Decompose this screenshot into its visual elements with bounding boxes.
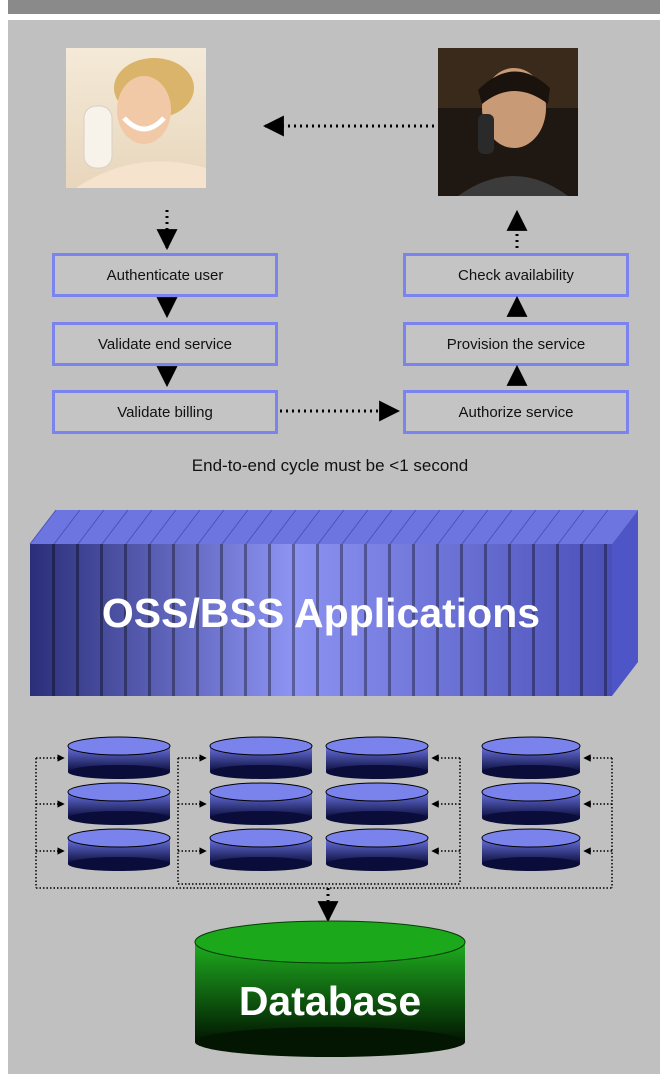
database-label: Database <box>239 978 421 1024</box>
step-check-availability: Check availability <box>403 253 629 297</box>
step-validate-end-service: Validate end service <box>52 322 278 366</box>
step-provision-service: Provision the service <box>403 322 629 366</box>
db-col-3 <box>325 736 429 871</box>
step-authenticate-user: Authenticate user <box>52 253 278 297</box>
db-col-4 <box>481 736 581 871</box>
database-cluster <box>67 736 581 871</box>
step-validate-billing: Validate billing <box>52 390 278 434</box>
oss-bss-block: OSS/BSS Applications <box>29 509 638 696</box>
step-authorize-service: Authorize service <box>403 390 629 434</box>
db-connectors <box>35 754 613 889</box>
db-col-2 <box>209 736 313 871</box>
oss-bss-label: OSS/BSS Applications <box>102 590 540 636</box>
cycle-caption: End-to-end cycle must be <1 second <box>191 456 469 475</box>
main-database: Database <box>194 920 466 1057</box>
woman-on-phone-photo <box>66 48 206 188</box>
flow-arrows <box>156 115 528 422</box>
top-bar <box>8 0 660 14</box>
db-col-1 <box>67 736 171 871</box>
man-on-phone-photo <box>438 48 578 196</box>
